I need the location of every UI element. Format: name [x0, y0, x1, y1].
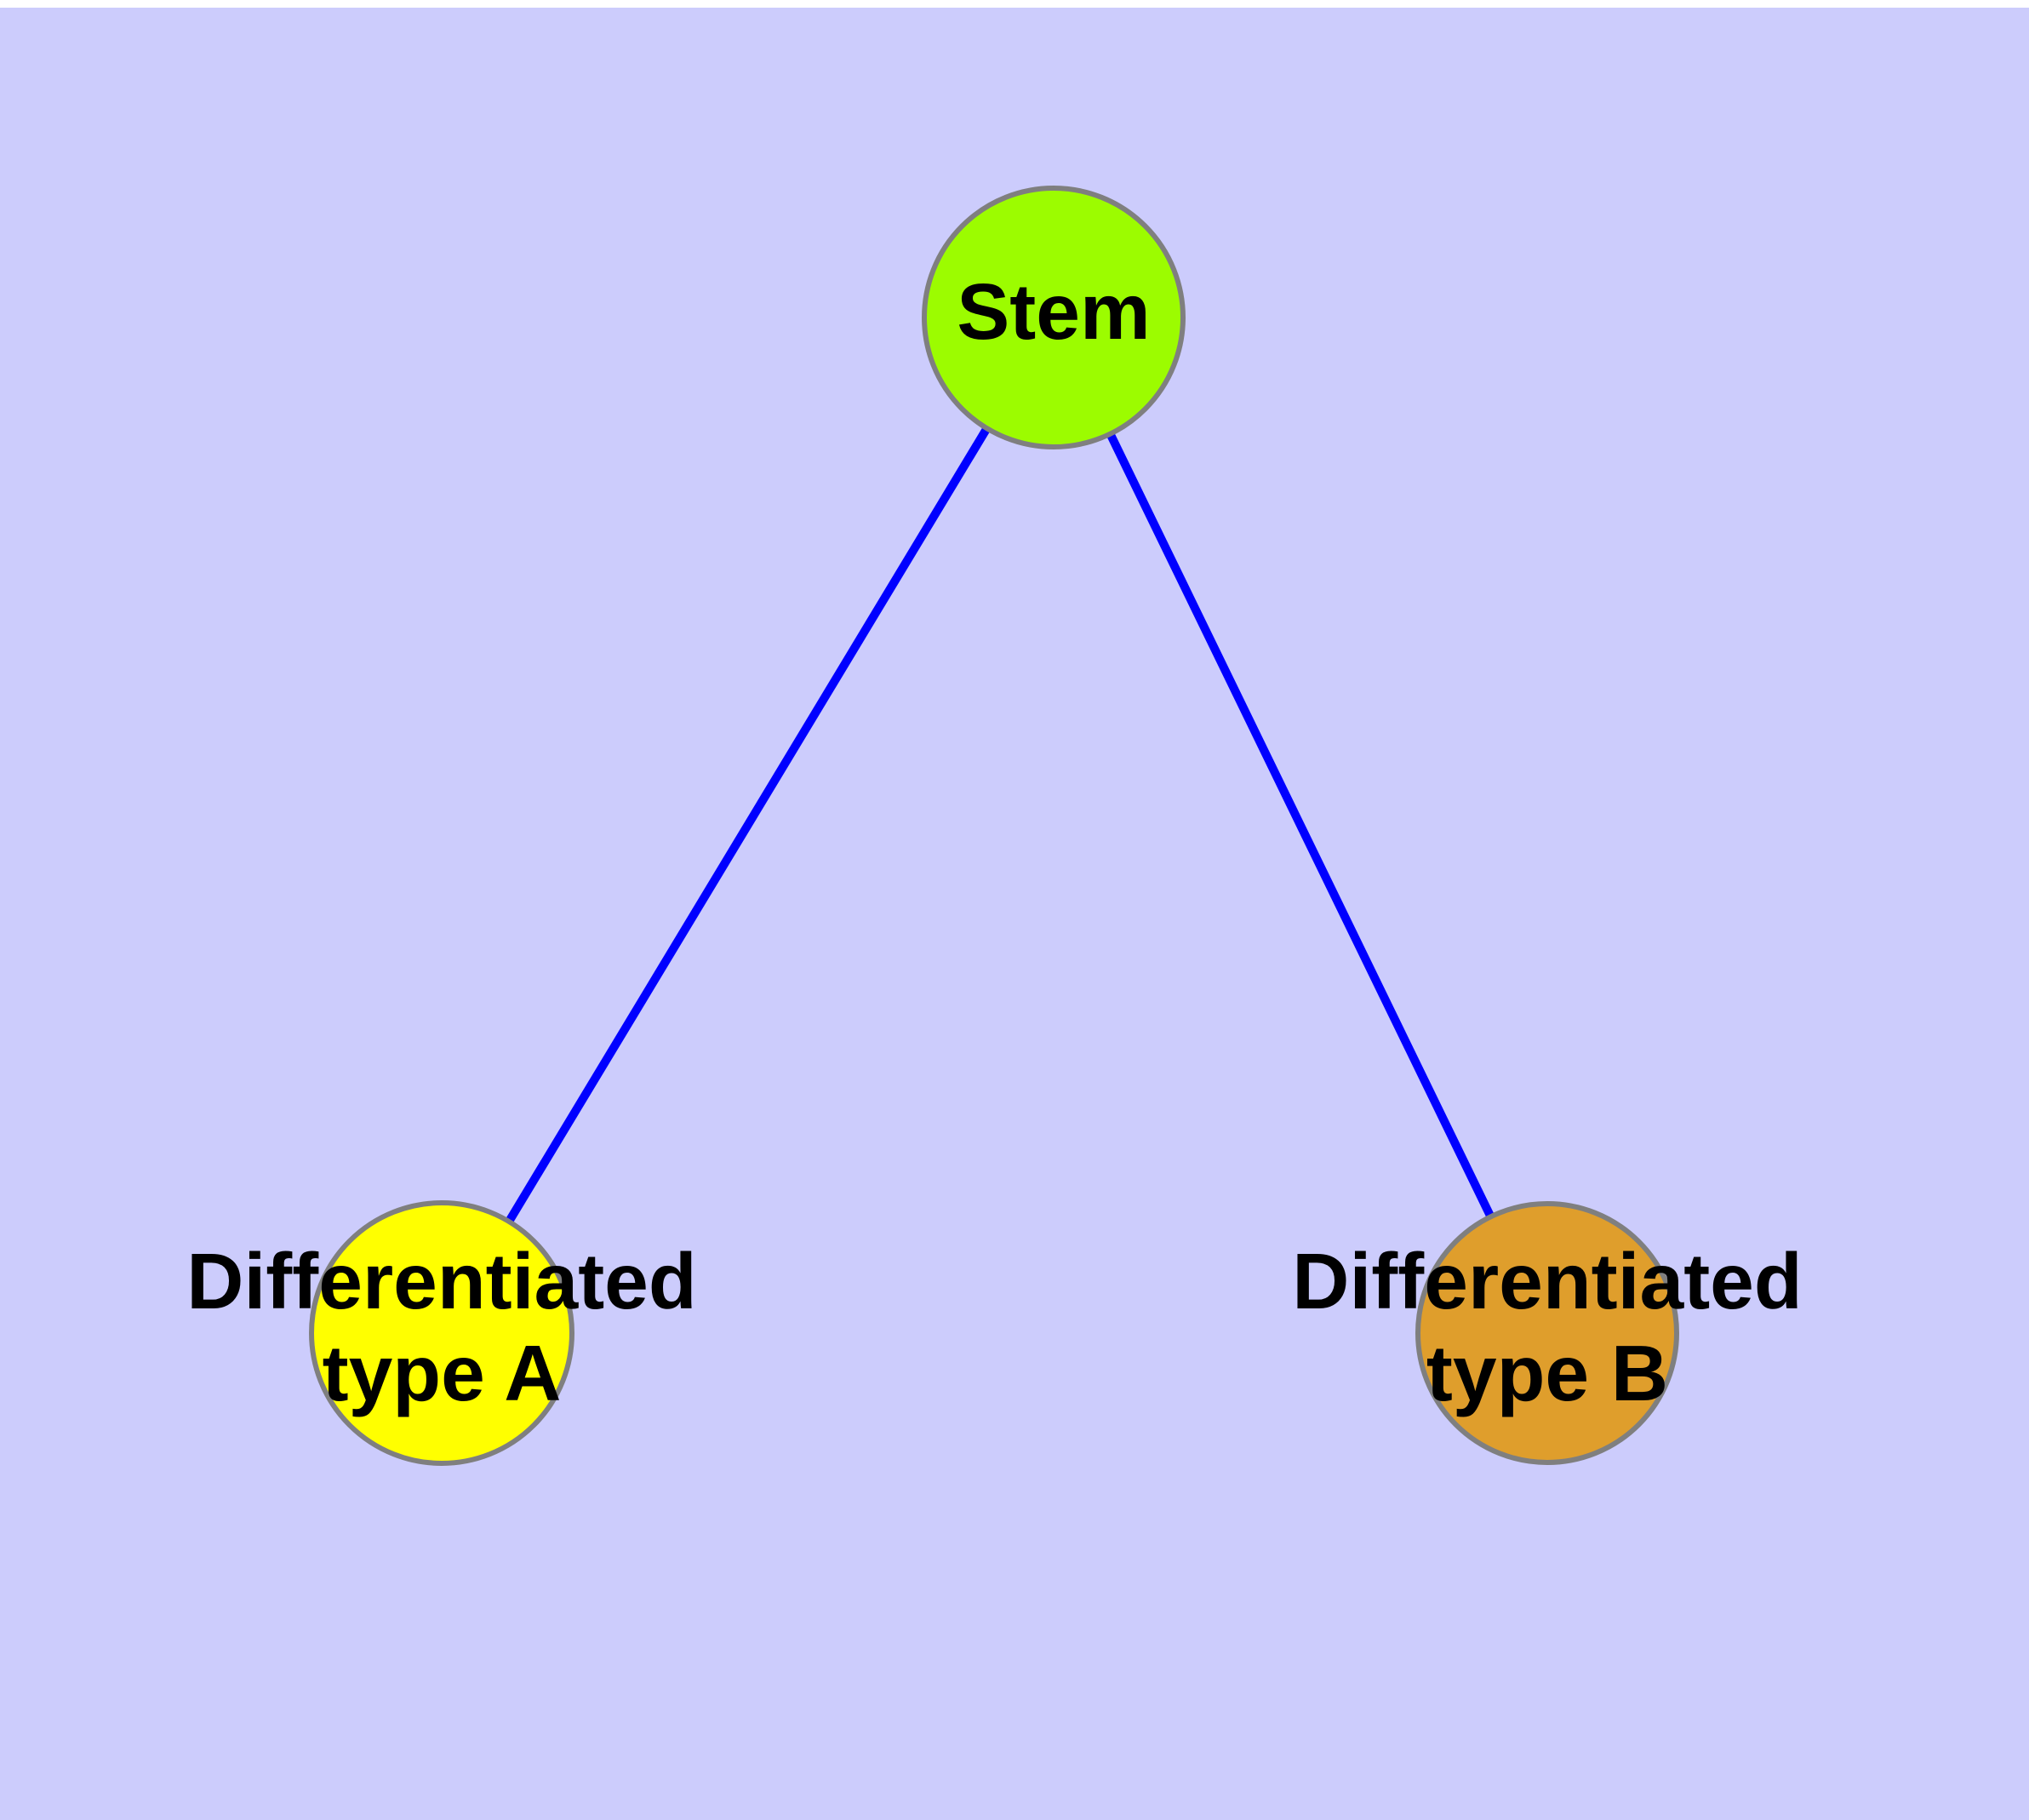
label-line: type A: [323, 1329, 562, 1417]
node-layer: [309, 186, 1679, 1466]
edge-stem-to-type-a[interactable]: [437, 315, 1058, 1336]
label-line: Differentiated: [186, 1237, 696, 1325]
node-label-stem: Stem: [957, 267, 1150, 356]
node-differentiated-type-a[interactable]: [309, 1200, 574, 1466]
edge-layer: [437, 315, 1552, 1336]
label-line: Stem: [957, 267, 1150, 356]
label-line: Differentiated: [1292, 1237, 1802, 1325]
label-line: type B: [1426, 1329, 1668, 1417]
edge-stem-to-type-b[interactable]: [1049, 315, 1552, 1336]
node-stem[interactable]: [922, 186, 1186, 449]
node-differentiated-type-b[interactable]: [1415, 1201, 1679, 1465]
